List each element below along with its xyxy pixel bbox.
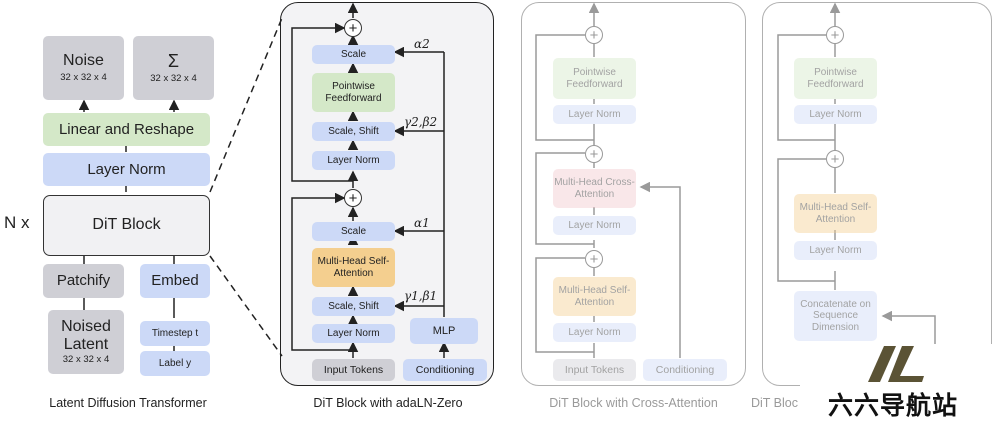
embed-box: Embed <box>140 264 210 298</box>
adaln-scale-shift-top: Scale, Shift <box>312 122 395 141</box>
adaln-layer-norm-bottom: Layer Norm <box>312 324 395 343</box>
cross-input-tokens: Input Tokens <box>553 359 636 381</box>
adaln-self-attention: Multi-Head Self-Attention <box>312 248 395 287</box>
noised-latent-box: Noised Latent 32 x 32 x 4 <box>48 310 124 374</box>
cross-layer-norm-3: Layer Norm <box>553 323 636 342</box>
sigma-title: Σ <box>167 51 180 72</box>
gamma2-beta2-label: γ2,β2 <box>404 115 438 129</box>
watermark-logo-icon <box>868 346 924 382</box>
noised-latent-dims: 32 x 32 x 4 <box>62 354 110 366</box>
cross-layer-norm-2: Layer Norm <box>553 216 636 235</box>
linear-reshape-box: Linear and Reshape <box>43 113 210 146</box>
cross-attention-block: Multi-Head Cross-Attention <box>553 169 636 208</box>
noise-title: Noise <box>63 52 104 70</box>
adaln-mlp: MLP <box>410 318 478 344</box>
adaln-layer-norm-top: Layer Norm <box>312 151 395 170</box>
timestep-box: Timestep t <box>140 321 210 346</box>
left-caption: Latent Diffusion Transformer <box>49 396 207 410</box>
incontext-add-top-icon: + <box>826 26 844 44</box>
incontext-caption: DiT Bloc <box>751 396 799 410</box>
watermark: 六六导航站 <box>800 344 1000 420</box>
cross-add-bottom-icon: + <box>585 250 603 268</box>
cross-add-mid-icon: + <box>585 145 603 163</box>
final-layer-norm-box: Layer Norm <box>43 153 210 186</box>
incontext-pointwise-ff: Pointwise Feedforward <box>794 58 877 99</box>
incontext-add-bottom-icon: + <box>826 150 844 168</box>
cross-layer-norm-1: Layer Norm <box>553 105 636 124</box>
noise-output-box: Noise 32 x 32 x 4 <box>43 36 124 100</box>
gamma1-beta1-label: γ1,β1 <box>404 289 438 303</box>
incontext-concatenate: Concatenate on Sequence Dimension <box>794 291 877 341</box>
cross-pointwise-ff: Pointwise Feedforward <box>553 58 636 99</box>
repeat-label: N x <box>4 213 30 232</box>
noised-latent-title: Noised Latent <box>61 317 111 353</box>
adaln-scale-bottom: Scale <box>312 222 395 241</box>
alpha2-label: α2 <box>414 37 430 51</box>
label-box: Label y <box>140 351 210 376</box>
adaln-scale-shift-bottom: Scale, Shift <box>312 297 395 316</box>
sigma-output-box: Σ 32 x 32 x 4 <box>133 36 214 100</box>
incontext-layer-norm-1: Layer Norm <box>794 105 877 124</box>
residual-add-top-icon: + <box>344 19 362 37</box>
incontext-layer-norm-2: Layer Norm <box>794 241 877 260</box>
adaln-scale-top: Scale <box>312 45 395 64</box>
cross-conditioning: Conditioning <box>643 359 727 381</box>
patchify-box: Patchify <box>43 264 124 298</box>
adaln-conditioning: Conditioning <box>403 359 487 381</box>
noise-dims: 32 x 32 x 4 <box>60 71 107 83</box>
dit-block-box: DiT Block <box>43 195 210 256</box>
adaln-caption: DiT Block with adaLN-Zero <box>313 396 463 410</box>
sigma-dims: 32 x 32 x 4 <box>150 72 197 84</box>
cross-caption: DiT Block with Cross-Attention <box>549 396 718 410</box>
residual-add-bottom-icon: + <box>344 189 362 207</box>
adaln-input-tokens: Input Tokens <box>312 359 395 381</box>
cross-self-attention: Multi-Head Self-Attention <box>553 277 636 316</box>
watermark-text: 六六导航站 <box>828 391 959 420</box>
adaln-pointwise-ff: Pointwise Feedforward <box>312 73 395 112</box>
incontext-self-attention: Multi-Head Self-Attention <box>794 194 877 233</box>
alpha1-label: α1 <box>414 216 430 230</box>
cross-add-top-icon: + <box>585 26 603 44</box>
